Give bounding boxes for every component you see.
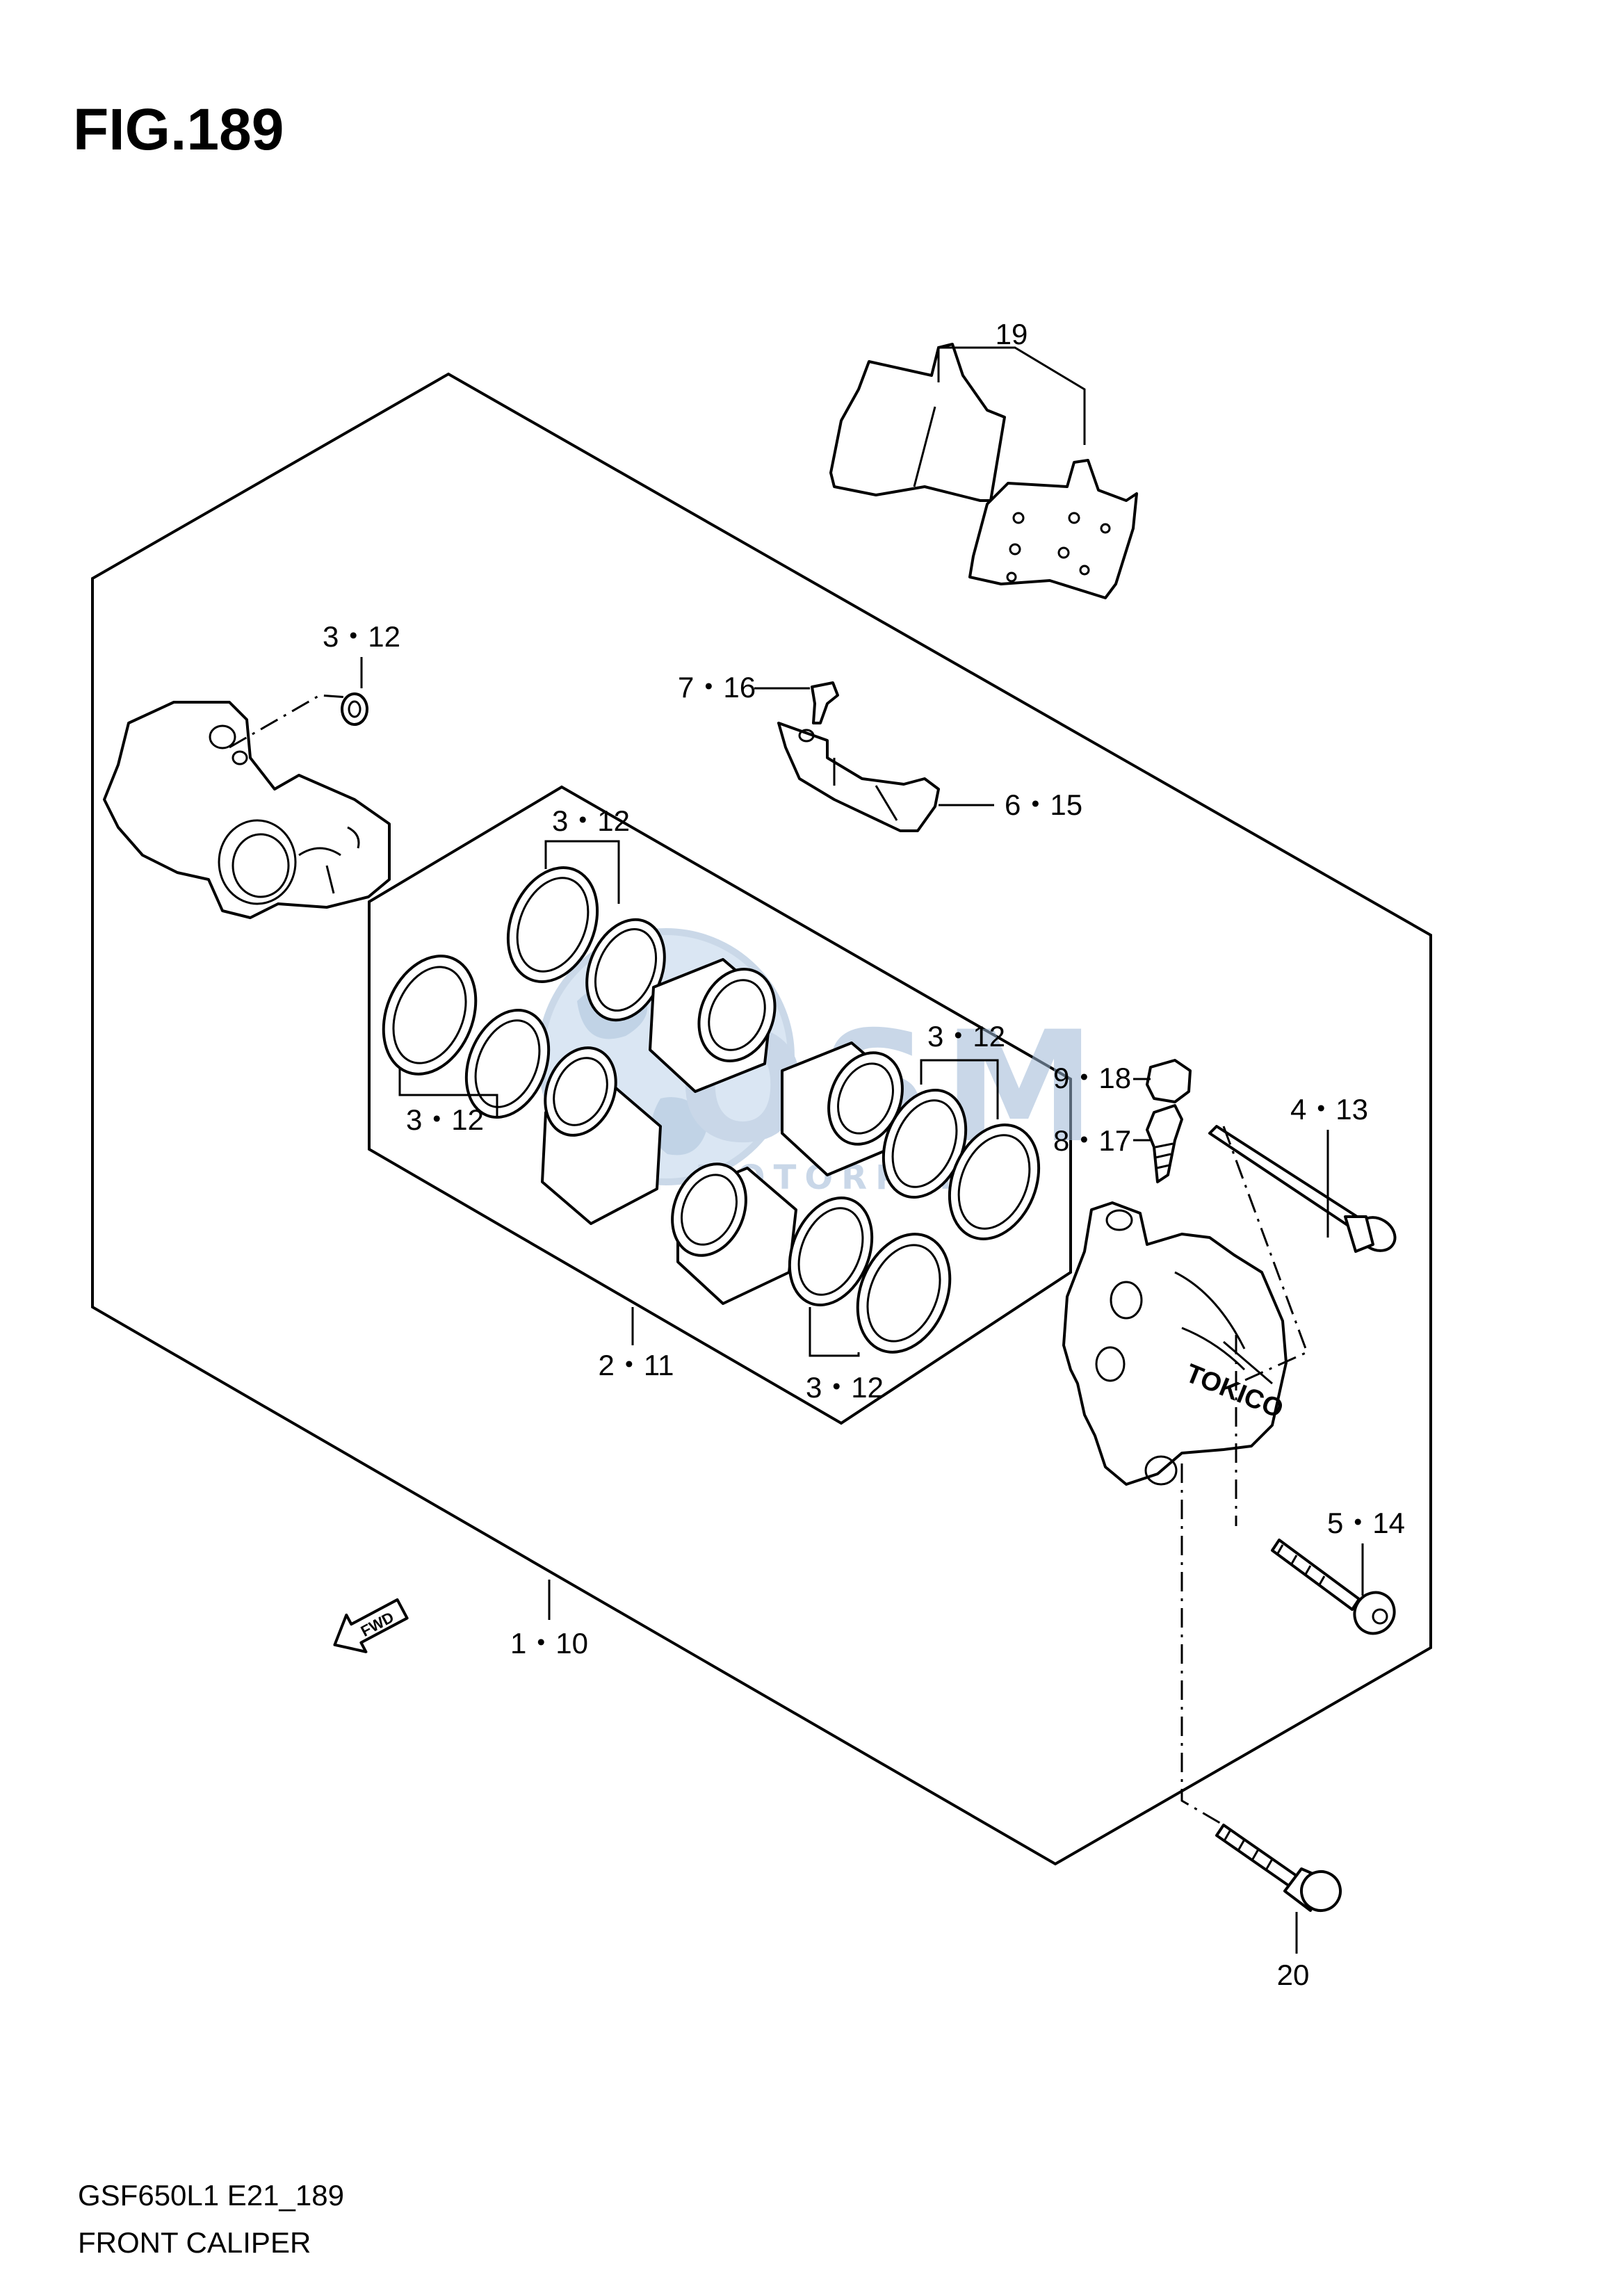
callout-bracket-3-12-top [544, 840, 620, 904]
piston [781, 1041, 904, 1176]
seal-group-right: 3・12 [882, 1020, 1041, 1240]
callout-3-12-seal-top: 3・12 [552, 804, 630, 837]
seal-ring-inner [797, 1207, 864, 1296]
fwd-arrow-icon: FWD [333, 1598, 409, 1653]
bleeder-parts: 9・18 8・17 [1053, 1059, 1192, 1183]
caliper-pin-collar [1344, 1215, 1374, 1253]
seal-group-bottom: 3・12 [788, 1197, 952, 1404]
pistons [541, 958, 904, 1305]
callout-5-14: 5・14 [1327, 1507, 1405, 1539]
caliper-right-detail [1174, 1271, 1273, 1385]
callout-4-13: 4・13 [1290, 1093, 1368, 1126]
callout-9-18: 9・18 [1053, 1062, 1131, 1094]
brake-pad-back-holes [1006, 512, 1111, 583]
washer-left [341, 692, 368, 726]
caliper-left-hole-2 [232, 750, 248, 765]
bolt-5-14-socket [1372, 1608, 1388, 1625]
caliper-left-hole [209, 724, 236, 749]
callout-19: 19 [996, 318, 1028, 350]
figure-title: FIG.189 [73, 97, 284, 162]
bolt-20-guide [1180, 1463, 1224, 1826]
callout-3-12-seal-left: 3・12 [406, 1103, 484, 1136]
figure-caption: FRONT CALIPER [78, 2226, 311, 2259]
caliper-pin-shaft [1208, 1125, 1364, 1232]
callout-bracket-3-12-left [398, 1067, 498, 1116]
brake-pad-front [829, 343, 1006, 502]
caliper-half-left: 3・12 [103, 620, 400, 919]
caliper-right-low-hole [1144, 1455, 1178, 1486]
pad-spring-fold [833, 758, 898, 821]
seal-ring-inner [866, 1244, 941, 1343]
caliper-left-bore-inner [232, 833, 290, 898]
brake-pad-set: 19 [829, 318, 1138, 599]
caliper-right-bolt-hole [1095, 1346, 1126, 1382]
caliper-left-bore [218, 819, 297, 905]
callout-3-12-seal-right: 3・12 [927, 1020, 1005, 1053]
callout-bracket-3-12-right [920, 1059, 999, 1119]
bleeder-screw-threads [1155, 1142, 1174, 1169]
caliper-right-side-hole [1110, 1281, 1143, 1320]
callout-bracket-3-12-bottom [809, 1307, 860, 1357]
seal-ring-inner [891, 1099, 958, 1188]
caliper-half-right: TOKICO [1062, 1201, 1288, 1486]
piston [541, 1046, 662, 1225]
callout-3-12-top-left: 3・12 [323, 620, 400, 653]
seal-ring-inner [474, 1019, 541, 1108]
piston-kit-frame [368, 785, 1072, 1425]
bolt-20-threads [1224, 1829, 1274, 1870]
bleeder-cap [1146, 1059, 1192, 1103]
bleeder-screw [1146, 1104, 1183, 1183]
model-code: GSF650L1 E21_189 [78, 2179, 344, 2212]
seal-ring-inner [516, 877, 590, 973]
watermark-continents [577, 982, 709, 1155]
caliper-left-detail [298, 826, 360, 894]
bolt-5-14-shaft [1271, 1539, 1361, 1611]
pad-spring-hole [798, 729, 815, 743]
caliper-bolt-5-14: 5・14 [1235, 1335, 1405, 1635]
seal-ring [382, 955, 478, 1076]
callout-8-17: 8・17 [1053, 1124, 1131, 1157]
caliper-left-body [103, 701, 391, 919]
caliper-pin: 4・13 [1208, 1093, 1397, 1385]
caliper-right-top-hole [1105, 1209, 1133, 1231]
seal-ring [856, 1233, 952, 1354]
callout-2-11: 2・11 [599, 1349, 674, 1381]
seal-group-left: 3・12 [382, 955, 551, 1136]
bolt-5-14-threads [1276, 1544, 1326, 1587]
bolt-20-head [1300, 1870, 1342, 1912]
seal-ring [464, 1009, 551, 1119]
caliper-right-body [1062, 1201, 1288, 1486]
callout-3-12-seal-bottom: 3・12 [806, 1371, 884, 1404]
brake-pad-back [968, 459, 1138, 599]
callout-20: 20 [1277, 1959, 1310, 1991]
washer-leader [229, 694, 348, 749]
assembly-frame [91, 372, 1432, 1866]
seal-ring [788, 1197, 874, 1306]
pad-spring-assembly: 7・16 6・15 [678, 671, 1082, 832]
piston [649, 958, 777, 1093]
seal-group-top: 3・12 [506, 804, 666, 1022]
seal-ring-inner [957, 1134, 1031, 1230]
callout-bracket-19 [937, 346, 1086, 445]
callout-6-15: 6・15 [1005, 788, 1082, 821]
spring-screw [811, 681, 839, 724]
caliper-pin-guide [1222, 1126, 1308, 1385]
seal-ring [585, 918, 666, 1022]
brake-pad-front-split [913, 406, 936, 487]
mounting-bolt-20: 20 [1180, 1463, 1342, 1991]
washer-left-inner [348, 700, 362, 718]
callout-1-10: 1・10 [510, 1627, 588, 1660]
piston [671, 1162, 797, 1305]
pad-spring [777, 722, 940, 832]
seal-ring-inner [392, 966, 467, 1064]
callout-7-16: 7・16 [678, 671, 756, 704]
seal-ring-inner [594, 927, 658, 1012]
